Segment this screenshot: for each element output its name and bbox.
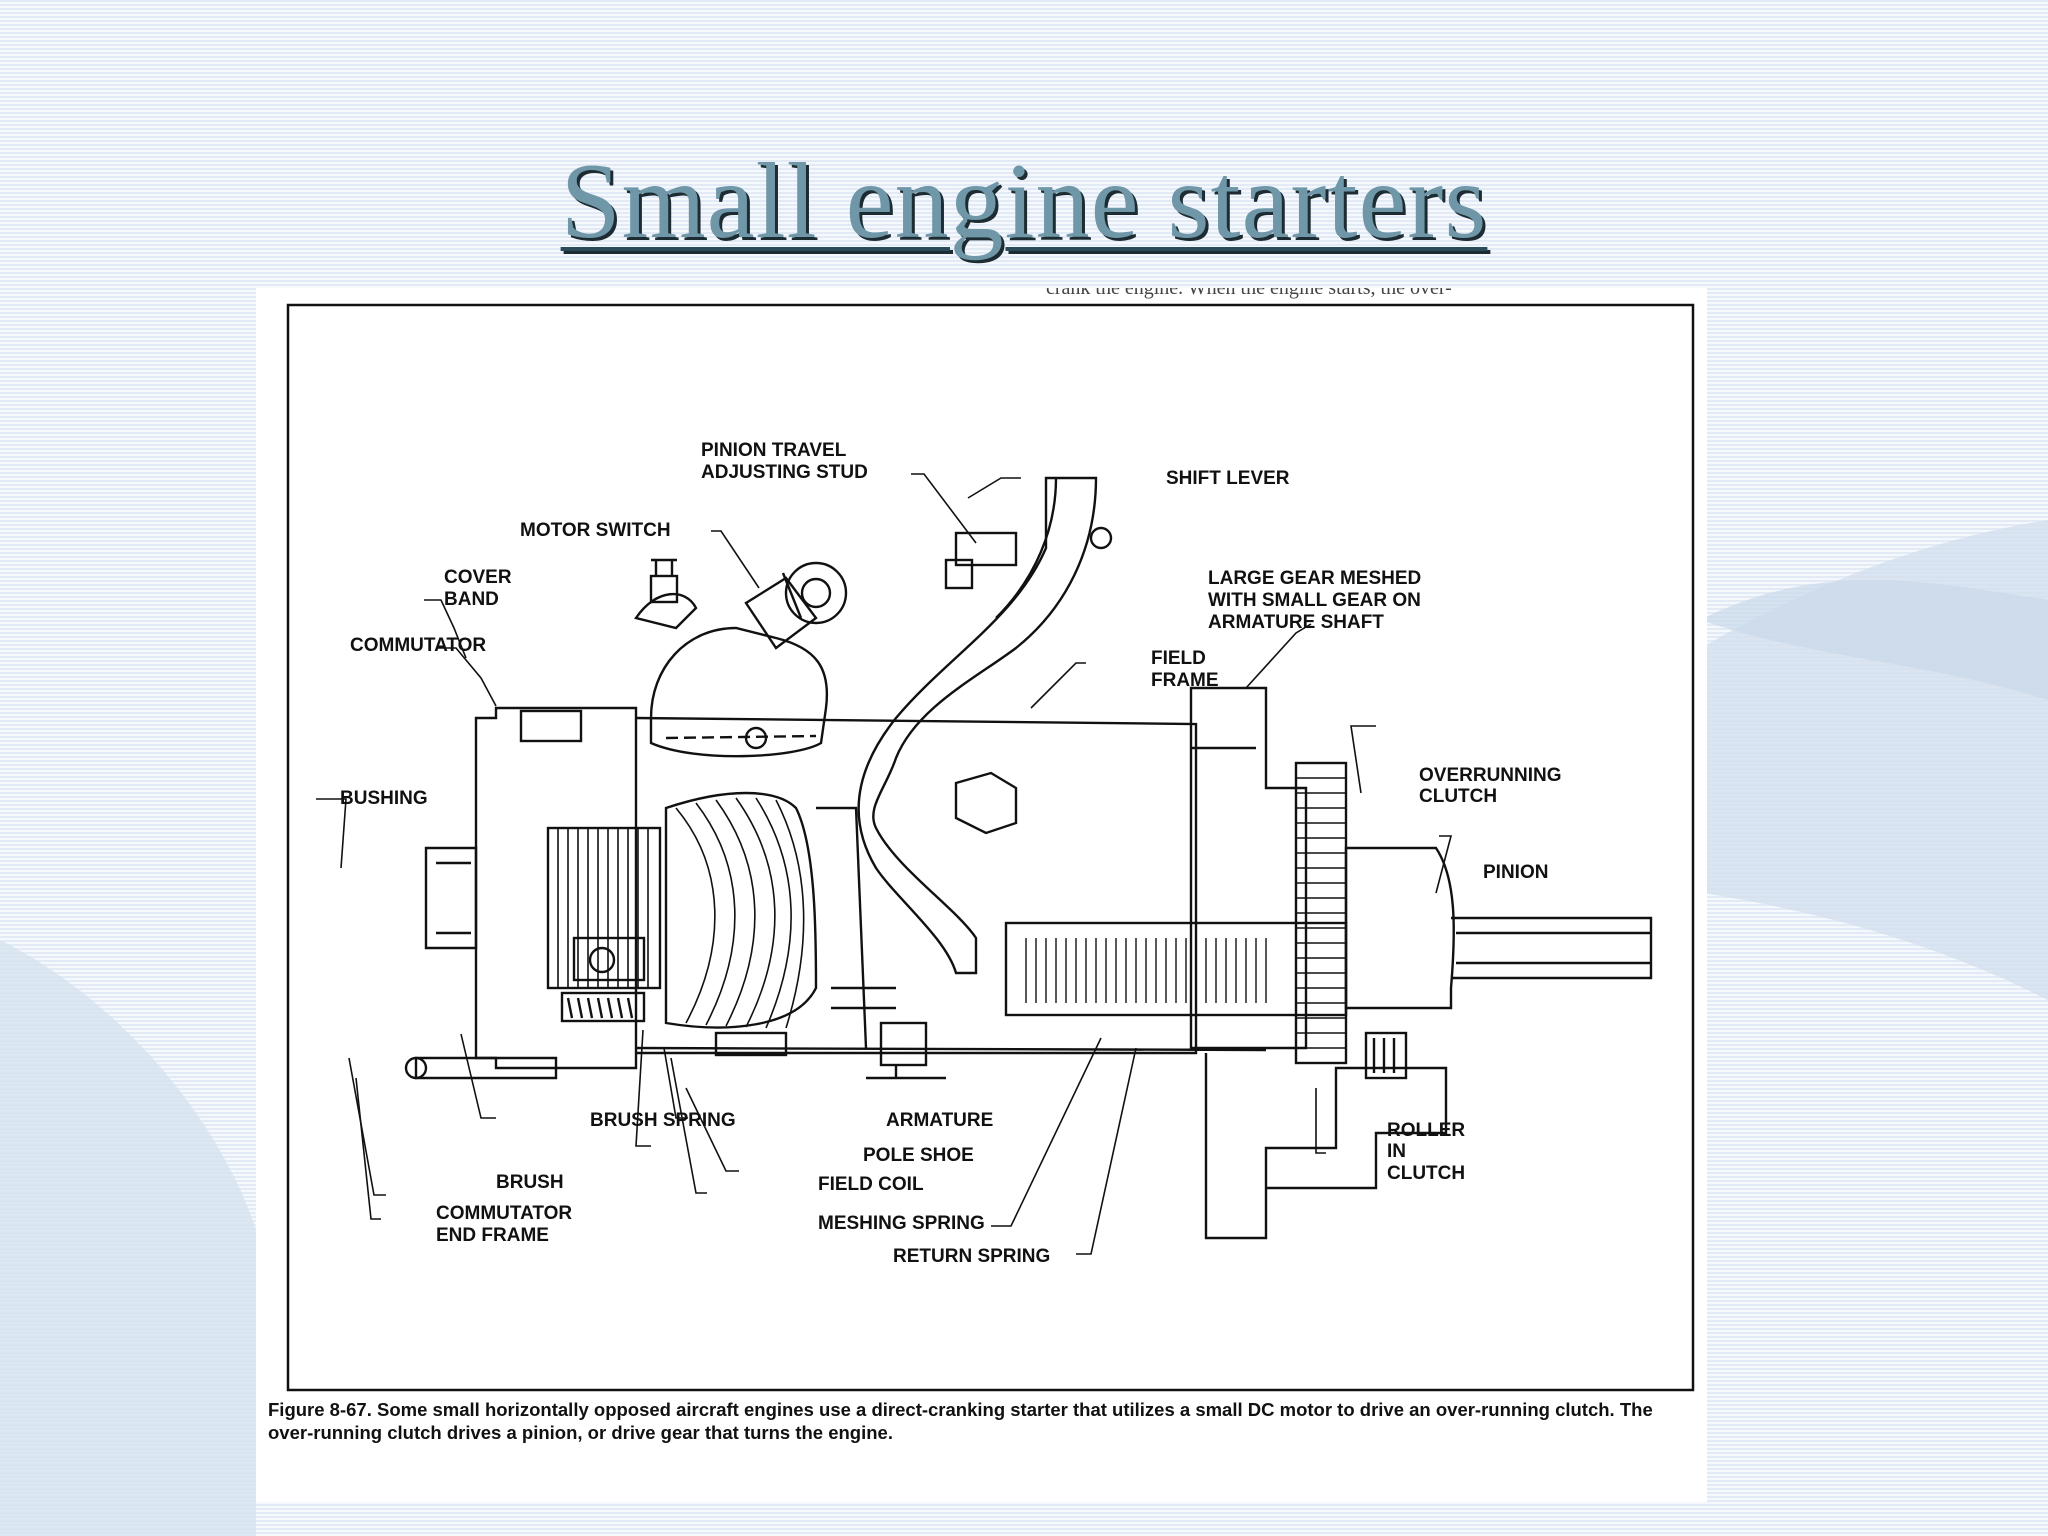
label-field-frame-1: FIELD bbox=[1151, 648, 1206, 669]
label-large-gear-1: LARGE GEAR MESHED bbox=[1208, 568, 1421, 589]
label-commutator: COMMUTATOR bbox=[350, 635, 486, 656]
label-pinion-travel-1: PINION TRAVEL bbox=[701, 440, 847, 461]
label-meshing-spring: MESHING SPRING bbox=[818, 1213, 985, 1234]
label-armature: ARMATURE bbox=[886, 1110, 993, 1131]
label-roller-2: IN bbox=[1387, 1141, 1406, 1162]
figure-caption: Figure 8-67. Some small horizontally opp… bbox=[268, 1399, 1653, 1443]
label-commutator-end-1: COMMUTATOR bbox=[436, 1203, 572, 1224]
label-pinion-travel-2: ADJUSTING STUD bbox=[701, 462, 868, 483]
starter-drawing bbox=[404, 476, 1653, 1240]
label-pole-shoe: POLE SHOE bbox=[863, 1145, 974, 1166]
label-return-spring: RETURN SPRING bbox=[893, 1246, 1050, 1267]
label-roller-3: CLUTCH bbox=[1387, 1163, 1465, 1184]
label-pinion: PINION bbox=[1483, 862, 1548, 883]
label-field-coil: FIELD COIL bbox=[818, 1174, 924, 1195]
label-brush-spring: BRUSH SPRING bbox=[590, 1110, 736, 1131]
label-commutator-end-2: END FRAME bbox=[436, 1225, 549, 1246]
label-overrunning-clutch-2: CLUTCH bbox=[1419, 786, 1497, 807]
label-brush: BRUSH bbox=[496, 1172, 564, 1193]
slide-title: Small engine starters bbox=[560, 142, 1488, 261]
label-large-gear-3: ARMATURE SHAFT bbox=[1208, 612, 1384, 633]
starter-diagram: crank the engine. When the engine starts… bbox=[256, 288, 1707, 1502]
label-cover-band-2: BAND bbox=[444, 589, 499, 610]
label-field-frame-2: FRAME bbox=[1151, 670, 1219, 691]
label-motor-switch: MOTOR SWITCH bbox=[520, 520, 671, 541]
label-bushing: BUSHING bbox=[340, 788, 428, 809]
label-roller-1: ROLLER bbox=[1387, 1120, 1465, 1141]
leader-lines bbox=[316, 473, 1453, 1255]
label-cover-band-1: COVER bbox=[444, 567, 512, 588]
figure-frame bbox=[286, 303, 1695, 1392]
label-large-gear-2: WITH SMALL GEAR ON bbox=[1208, 590, 1421, 611]
label-overrunning-clutch-1: OVERRUNNING bbox=[1419, 765, 1562, 786]
label-shift-lever: SHIFT LEVER bbox=[1166, 468, 1290, 489]
top-text-fragment: crank the engine. When the engine starts… bbox=[1046, 288, 1452, 299]
